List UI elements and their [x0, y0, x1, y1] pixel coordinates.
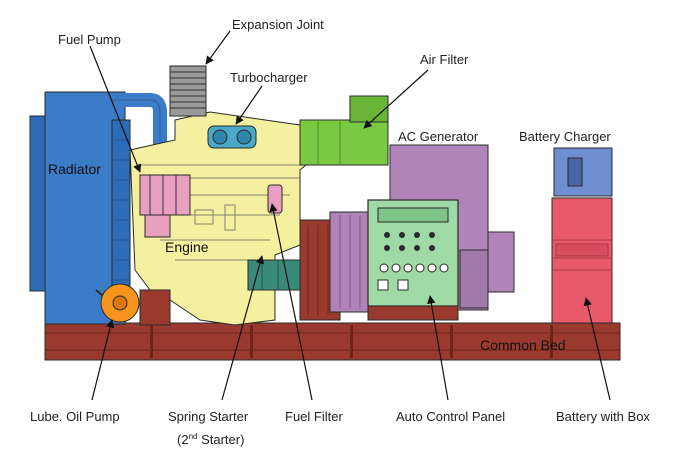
label-battery-with-box: Battery with Box [556, 409, 650, 424]
label-battery-charger: Battery Charger [519, 129, 611, 144]
engine [129, 111, 341, 326]
battery-charger [553, 147, 613, 197]
auto-control-panel [367, 199, 459, 321]
label-expansion-joint: Expansion Joint [232, 17, 324, 32]
label-second-starter: (2nd Starter) [177, 432, 244, 447]
turbocharger [207, 125, 257, 149]
radiator [29, 91, 167, 325]
battery-box [551, 197, 613, 324]
expansion-joint [169, 65, 207, 117]
label-air-filter: Air Filter [420, 52, 469, 67]
label-lube-oil-pump: Lube. Oil Pump [30, 409, 120, 424]
leader-lines [89, 30, 611, 401]
air-filter [299, 95, 389, 166]
fuel-pump [139, 174, 191, 216]
label-spring-starter: Spring Starter [168, 409, 249, 424]
label-engine: Engine [165, 239, 209, 255]
label-radiator: Radiator [48, 161, 101, 177]
label-ac-generator: AC Generator [398, 129, 479, 144]
label-auto-control-panel: Auto Control Panel [396, 409, 505, 424]
label-common-bed: Common Bed [480, 337, 566, 353]
label-turbocharger: Turbocharger [230, 70, 308, 85]
label-fuel-filter: Fuel Filter [285, 409, 343, 424]
label-fuel-pump: Fuel Pump [58, 32, 121, 47]
lube-oil-pump [95, 283, 140, 323]
common-bed [44, 322, 621, 361]
fuel-filter [267, 184, 283, 214]
